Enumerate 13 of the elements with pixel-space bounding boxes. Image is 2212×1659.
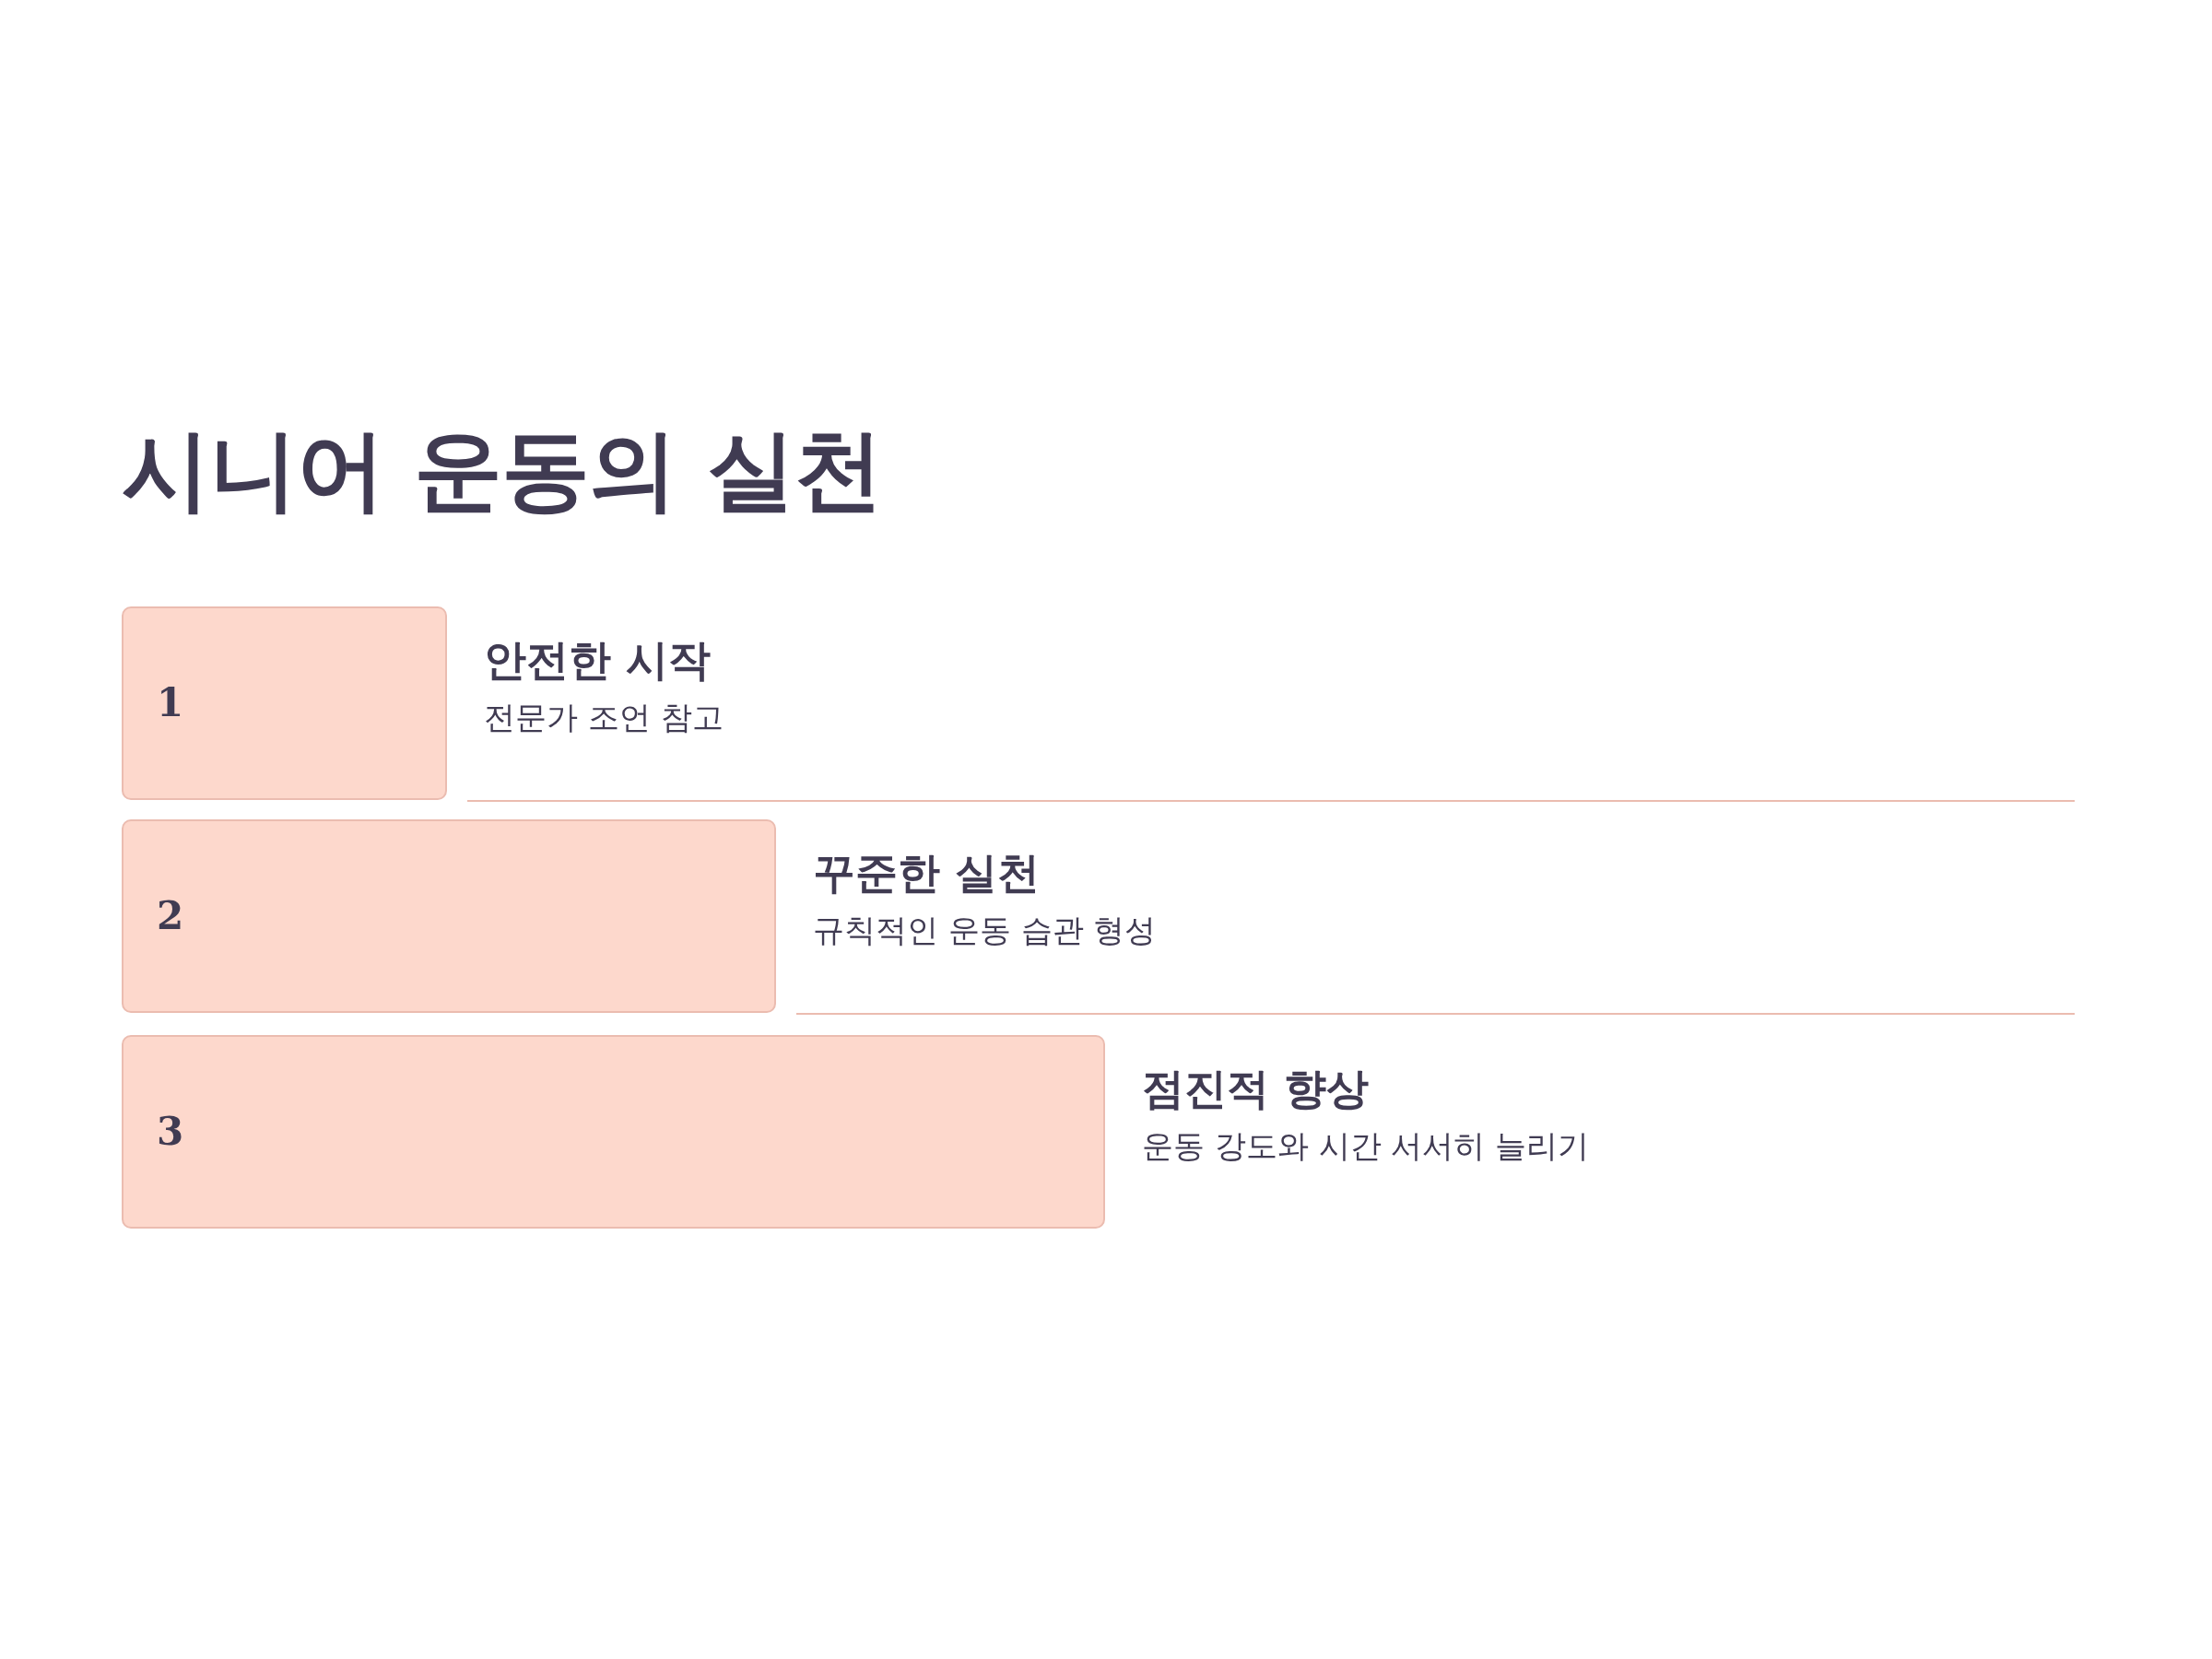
slide-title: 시니어 운동의 실천	[122, 419, 882, 522]
step-heading: 안전한 시작	[484, 635, 711, 687]
step-number: 3	[157, 1110, 184, 1154]
step-box	[122, 1035, 1105, 1229]
step-number: 2	[157, 894, 184, 938]
step-description: 규칙적인 운동 습관 형성	[813, 912, 1157, 949]
step-heading: 꾸준한 실천	[813, 848, 1040, 900]
step-box	[122, 606, 447, 800]
step-number: 1	[157, 681, 184, 725]
step-box	[122, 819, 776, 1013]
step-description: 전문가 조언 참고	[484, 699, 724, 736]
step-heading: 점진적 향상	[1142, 1064, 1369, 1115]
step-description: 운동 강도와 시간 서서히 늘리기	[1142, 1127, 1590, 1165]
